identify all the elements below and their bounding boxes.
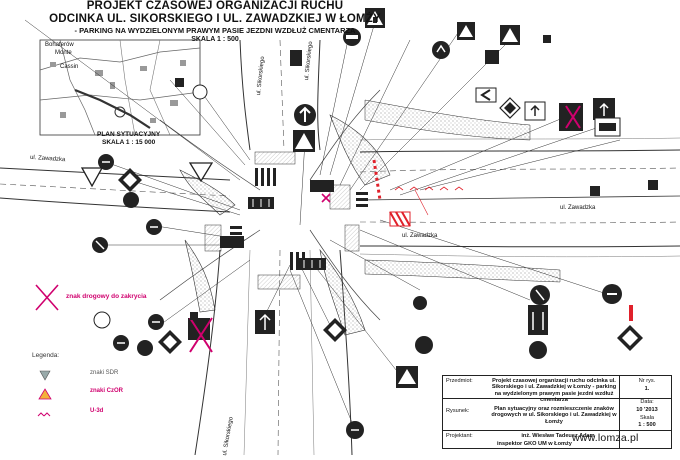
header-title-line1: PROJEKT CZASOWEJ ORGANIZACJI RUCHU — [86, 0, 344, 12]
street-label-zawadzka-mid: ul. Zawadzka — [402, 233, 438, 239]
sign-roundabout-icon — [192, 84, 208, 100]
sign-direction-right-icon — [590, 186, 600, 196]
street-label-zawadzka-east: ul. Zawadzka — [560, 205, 596, 211]
sign-circle-right-2-icon — [530, 285, 550, 305]
sign-diamond-bottom-icon — [158, 330, 182, 354]
sign-priority-road-icon — [323, 318, 347, 342]
sign-info-plate-icon — [594, 117, 621, 137]
sign-pedestrian-bottom-icon — [396, 366, 418, 388]
tb-date-value: 10 '2013 — [636, 407, 658, 413]
sign-circle-left-8-icon — [148, 314, 164, 330]
sign-arrow-end-icon — [648, 180, 658, 190]
legend-row-czor: znaki CzOR — [30, 385, 130, 399]
sign-diamond-left-icon — [118, 168, 142, 192]
drawing-header: PROJEKT CZASOWEJ ORGANIZACJI RUCHU ODCIN… — [0, 0, 430, 44]
cover-sign-marker-icon — [35, 284, 59, 311]
sign-ahead-only-icon — [294, 104, 316, 126]
site-plan-title: PLAN SYTUACYJNY SKALA 1 : 15 000 — [97, 131, 160, 147]
sign-red-post-icon — [629, 305, 633, 321]
sign-lane-plate-right-icon — [528, 305, 548, 335]
site-plan-title-text: PLAN SYTUACYJNY — [97, 131, 161, 138]
header-subtitle: - PARKING NA WYDZIELONYM PRAWYM PASIE JE… — [74, 26, 356, 35]
sign-turn-right-crossed-icon — [559, 103, 583, 131]
tb-inspector: inspektor GKO UM w Łomży — [497, 441, 572, 447]
lane-arrow-plates — [220, 180, 334, 270]
sign-direction-left-icon — [543, 35, 551, 43]
traffic-signs — [35, 8, 658, 439]
title-block-rule-2 — [443, 430, 671, 431]
tb-drawing-value: Plan sytuacyjny oraz rozmieszczenie znak… — [491, 406, 617, 425]
sign-lane-direction-icon — [593, 98, 615, 120]
title-block-divider — [619, 376, 620, 448]
sign-direction-ahead-icon — [524, 101, 546, 121]
site-watermark: www.lomza.pl — [572, 432, 639, 444]
tb-drawing-label: Rysunek: — [446, 408, 470, 414]
sign-leader-lines — [24, 19, 621, 431]
site-plan-name-1: Bohaterów — [45, 42, 74, 48]
sign-diamond-right-icon — [617, 325, 643, 351]
sign-children-icon — [457, 22, 475, 40]
sign-circle-right-3-icon — [529, 341, 547, 359]
title-block: Przedmiot: Projekt czasowej organizacji … — [442, 375, 672, 449]
traffic-islands — [179, 99, 561, 336]
legend-label-czor: znaki CzOR — [90, 388, 124, 394]
sign-yield-ahead-icon — [188, 162, 214, 183]
tb-nr-value: 1. — [644, 386, 650, 392]
title-block-rule-1 — [443, 398, 671, 399]
tb-nr-label: Nr rys. — [638, 378, 656, 384]
legend-label-sdr: znaki SDR — [90, 370, 119, 376]
sign-no-left-turn-icon — [432, 41, 450, 59]
sign-crosswalk-2-icon — [500, 25, 520, 45]
legend-label-u3d: U-3d — [90, 408, 104, 414]
sign-crossed-bottom-icon — [188, 317, 213, 353]
tb-scale-label: Skala — [640, 415, 654, 421]
site-plan-name-3: Cassin — [60, 64, 79, 70]
site-plan-name-2: Monte — [55, 50, 72, 56]
tb-designer-label: Projektant: — [446, 433, 473, 439]
legend-title: Legenda: — [32, 352, 60, 359]
sign-ahead-arrow-bottom-icon — [255, 310, 275, 334]
legend-u3d-icon — [37, 412, 51, 417]
sign-pedestrian-crossing-2-icon — [293, 130, 315, 152]
header-title-line2: ODCINKA UL. SIKORSKIEGO I UL. ZAWADZKIEJ… — [49, 13, 381, 25]
sign-chevron-left-icon — [475, 87, 497, 103]
sign-no-entry-icon — [343, 28, 361, 46]
legend-row-sdr: znaki SDR — [30, 367, 130, 381]
crosswalks — [230, 168, 368, 270]
tb-date-label: Data: — [640, 399, 654, 405]
legend-czor-icon — [38, 388, 52, 400]
sign-circle-right-1-icon — [602, 284, 622, 304]
header-scale: SKALA 1 : 500 — [191, 36, 239, 43]
sign-circle-left-6-icon — [113, 335, 129, 351]
sign-circle-left-4-icon — [92, 237, 108, 253]
site-plan-scale: SKALA 1 : 15 000 — [101, 139, 156, 146]
sign-circle-left-3-icon — [146, 219, 162, 235]
tb-subject-label: Przedmiot: — [446, 378, 473, 384]
sign-give-way-icon — [80, 167, 104, 188]
sign-roundel-mid-icon — [415, 336, 433, 354]
sign-warning-small-icon — [290, 50, 302, 66]
legend-row-u3d: U-3d — [30, 405, 130, 419]
sign-diamond-priority-icon — [499, 97, 521, 119]
sign-circle-left-7-icon — [137, 340, 153, 356]
sign-pedestrian-crossing-icon — [365, 8, 385, 28]
road-network — [0, 39, 680, 456]
sign-circle-left-5-icon — [93, 311, 111, 329]
site-plan-map — [39, 39, 201, 136]
temporary-red-markings — [321, 159, 464, 227]
tb-designer-value: inż. Wiesław Tadeusz Adam — [521, 433, 595, 439]
sign-circle-left-2-icon — [123, 192, 139, 208]
sign-arrow-turn-icon — [485, 50, 499, 64]
sign-circle-bottom-icon — [346, 421, 364, 439]
tb-scale-value: 1 : 500 — [638, 422, 656, 428]
cover-sign-note-text: znak drogowy do zakrycia — [66, 293, 147, 300]
tb-subject-value: Projekt czasowej organizacji ruchu odcin… — [491, 378, 617, 404]
sign-no-parking-right-icon — [413, 296, 427, 310]
legend-sdr-icon — [39, 370, 51, 381]
sign-small-left-icon — [175, 78, 184, 87]
sign-bottom-small-icon — [190, 312, 198, 320]
sign-circle-left-1-icon — [98, 154, 114, 170]
